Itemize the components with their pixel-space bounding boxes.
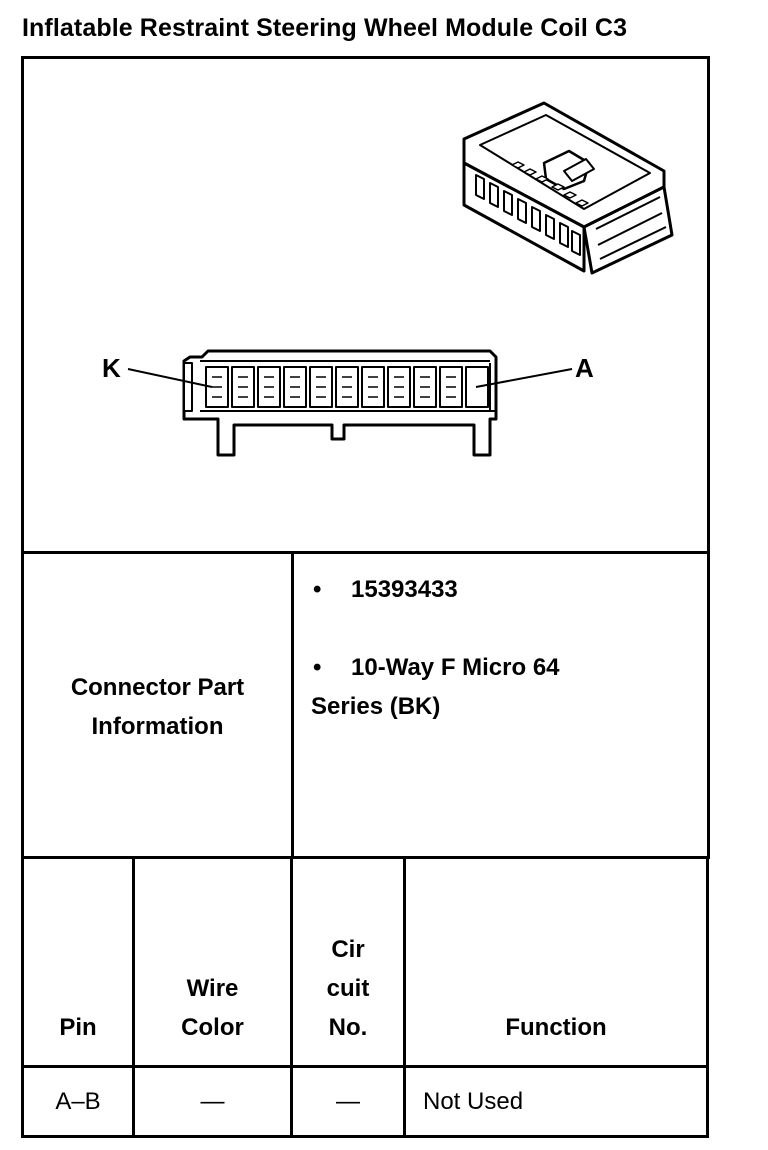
table-row: A–B — — Not Used [21, 1065, 709, 1138]
page-title: Inflatable Restraint Steering Wheel Modu… [22, 14, 628, 42]
header-function: Function [403, 856, 709, 1068]
connector-info-label: Connector Part Information [24, 554, 294, 859]
connector-info-label-line2: Information [91, 712, 224, 740]
connector-description-line1: 10-Way F Micro 64 [351, 654, 560, 681]
bullet-icon: • [313, 654, 322, 681]
part-number: 15393433 [351, 576, 458, 603]
connector-frame: K A Connector Part Information • 1539343… [21, 56, 710, 859]
leader-line-a [475, 368, 573, 388]
cell-function: Not Used [403, 1065, 709, 1138]
pin-table: Pin Wire Color Cir cuit No. Function A–B… [21, 856, 709, 1138]
connector-diagram-area: K A [24, 59, 707, 551]
header-circuit-no: Cir cuit No. [290, 856, 406, 1068]
header-pin: Pin [21, 856, 135, 1068]
connector-description-item: • 10-Way F Micro 64 Series (BK) [294, 648, 694, 726]
header-wire-line2: Color [181, 1014, 244, 1041]
header-circuit-line2: cuit [326, 975, 370, 1002]
header-pin-text: Pin [59, 1014, 97, 1041]
pin-label-k: K [102, 353, 121, 383]
header-circuit-line1: Cir [331, 936, 365, 963]
connector-diagram: K A [102, 101, 674, 457]
connector-description-line2: Series (BK) [311, 693, 441, 720]
part-number-item: • 15393433 [294, 570, 694, 609]
cell-circuit: — [290, 1065, 406, 1138]
connector-info-list: • 15393433 • 10-Way F Micro 64 Series (B… [294, 554, 707, 859]
connector-info-row: Connector Part Information • 15393433 • … [24, 551, 707, 859]
bullet-icon: • [313, 576, 322, 603]
pin-label-a: A [575, 353, 594, 383]
pin-table-header: Pin Wire Color Cir cuit No. Function [21, 856, 709, 1068]
cell-wire-color: — [132, 1065, 293, 1138]
connector-3d-illustration [462, 101, 674, 275]
header-function-text: Function [505, 1014, 607, 1041]
connector-info-label-line1: Connector Part [70, 673, 245, 701]
header-wire-color: Wire Color [132, 856, 293, 1068]
header-circuit-line3: No. [328, 1014, 368, 1041]
connector-face-view [182, 349, 498, 457]
header-wire-line1: Wire [186, 975, 239, 1002]
cell-pin: A–B [21, 1065, 135, 1138]
leader-line-k [127, 368, 213, 388]
